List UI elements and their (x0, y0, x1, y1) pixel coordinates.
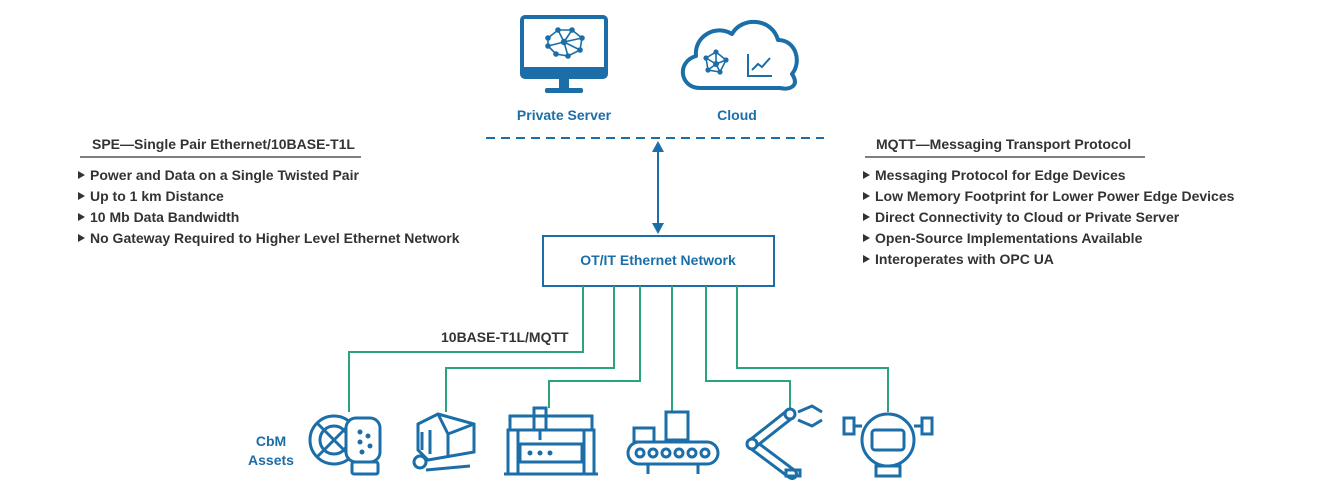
list-item: Low Memory Footprint for Lower Power Edg… (875, 188, 1235, 204)
bullet-arrow-icon (863, 171, 870, 179)
connection-line (348, 286, 584, 412)
bullet-arrow-icon (78, 192, 85, 200)
transmitter-icon (842, 412, 934, 478)
robot-arm-icon (745, 404, 823, 480)
list-item: Open-Source Implementations Available (875, 230, 1143, 246)
chart-icon (747, 54, 772, 77)
list-item: Power and Data on a Single Twisted Pair (90, 167, 359, 183)
bullet-arrow-icon (863, 255, 870, 263)
list-item: Messaging Protocol for Edge Devices (875, 167, 1126, 183)
cnc-machine-icon (504, 406, 598, 476)
monitor-icon (520, 15, 608, 93)
asset-connections (348, 286, 889, 412)
list-item: No Gateway Required to Higher Level Ethe… (90, 230, 460, 246)
list-item: Up to 1 km Distance (90, 188, 224, 204)
cloud-icon (680, 19, 799, 91)
list-item: Interoperates with OPC UA (875, 251, 1054, 267)
assets-label-line1: CbM (256, 433, 286, 449)
right-panel: MQTT—Messaging Transport Protocol Messag… (863, 136, 1235, 267)
bullet-arrow-icon (863, 213, 870, 221)
right-bullet-list: Messaging Protocol for Edge Devices Low … (863, 167, 1235, 267)
list-item: 10 Mb Data Bandwidth (90, 209, 239, 225)
network-box: OT/IT Ethernet Network (542, 235, 775, 287)
connection-line (548, 286, 641, 408)
connection-line (705, 286, 791, 408)
bullet-arrow-icon (78, 234, 85, 242)
cloud-label: Cloud (717, 107, 757, 123)
left-bullet-list: Power and Data on a Single Twisted Pair … (78, 167, 460, 246)
connection-line (736, 286, 889, 412)
left-panel: SPE—Single Pair Ethernet/10BASE-T1L Powe… (78, 136, 460, 246)
motor-icon (308, 414, 382, 476)
connection-line (445, 286, 615, 412)
private-server-label: Private Server (517, 107, 612, 123)
conveyor-icon (626, 410, 720, 474)
bidirectional-arrow (652, 141, 664, 234)
bullet-arrow-icon (78, 171, 85, 179)
right-panel-heading: MQTT—Messaging Transport Protocol (876, 136, 1131, 152)
bullet-arrow-icon (863, 234, 870, 242)
pump-icon (412, 412, 476, 472)
left-panel-heading: SPE—Single Pair Ethernet/10BASE-T1L (92, 136, 355, 152)
assets-label-line2: Assets (248, 452, 294, 468)
network-box-label: OT/IT Ethernet Network (580, 252, 736, 268)
list-item: Direct Connectivity to Cloud or Private … (875, 209, 1180, 225)
bullet-arrow-icon (78, 213, 85, 221)
link-label: 10BASE-T1L/MQTT (441, 329, 569, 345)
bullet-arrow-icon (863, 192, 870, 200)
